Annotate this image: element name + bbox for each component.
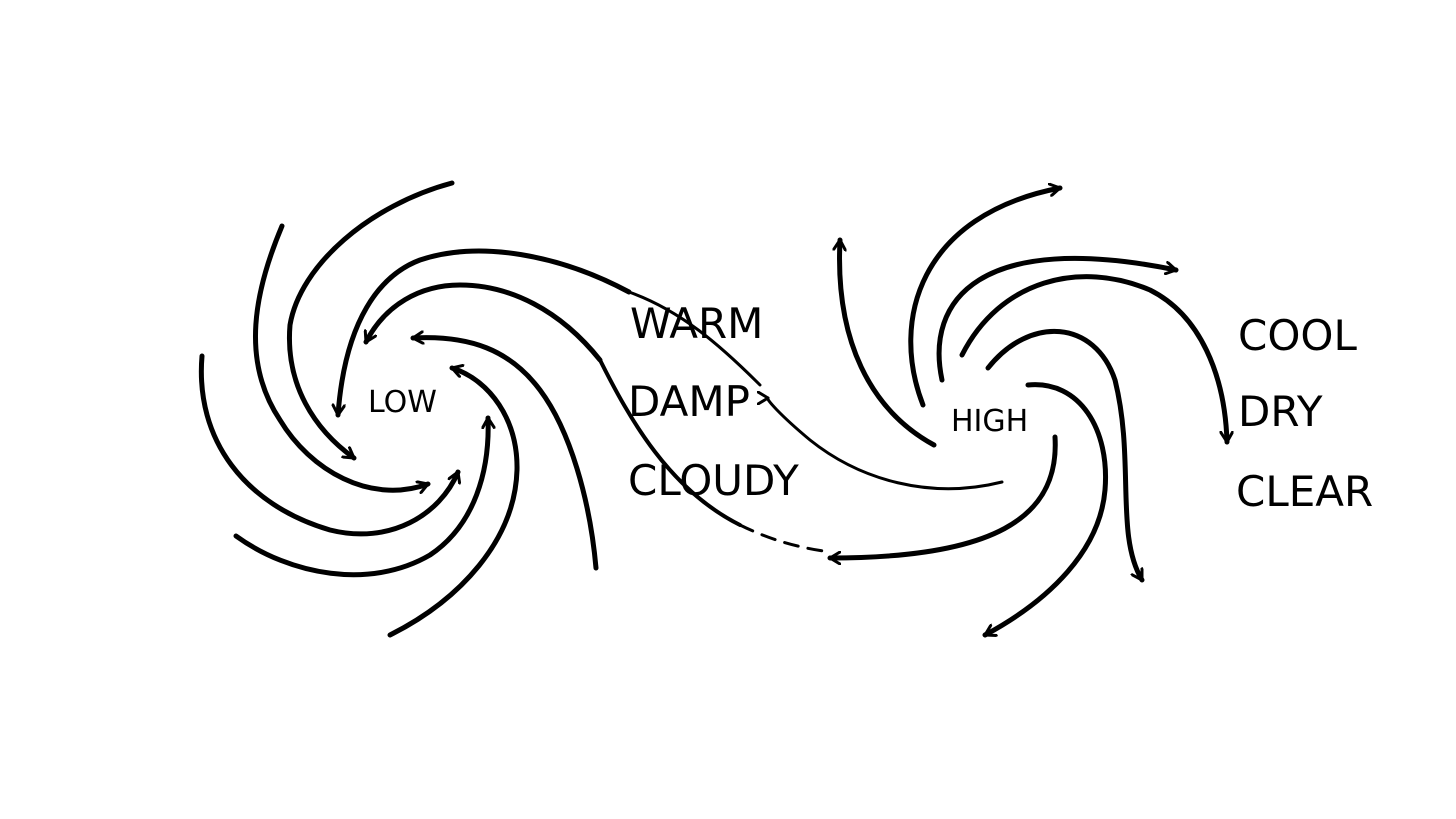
labels: LOW HIGH WARM DAMP CLOUDY COOL DRY CLEAR [368, 299, 1373, 516]
cool-label: COOL [1238, 311, 1357, 360]
warm-air-flow-lower [598, 358, 742, 527]
low-inflow-arrow-2 [253, 223, 431, 490]
high-outflow-arrow-4 [959, 274, 1227, 445]
high-outflow-arrow-5 [985, 328, 1145, 583]
cloudy-label: CLOUDY [628, 456, 799, 505]
low-inflow-arrow-6 [410, 338, 599, 571]
high-outflow-arrow-3 [936, 255, 1179, 383]
low-inflow-arrow-3 [198, 353, 458, 537]
dashed-flow-segment [738, 523, 832, 554]
dry-label: DRY [1238, 387, 1323, 436]
low-inflow-arrow-4 [233, 415, 488, 578]
low-inflow-arrow-5 [387, 368, 520, 638]
flow-from-high-to-low-upper [768, 398, 1004, 491]
connecting-flow-lines [598, 290, 1004, 554]
warm-label: WARM [630, 299, 763, 348]
high-outflow-arrow-1 [840, 237, 937, 448]
low-label: LOW [368, 385, 437, 420]
high-pressure-spiral [827, 188, 1227, 638]
high-outflow-arrow-2 [908, 188, 1063, 408]
high-outflow-arrow-6 [982, 382, 1109, 638]
high-label: HIGH [951, 404, 1028, 439]
clear-label: CLEAR [1236, 467, 1373, 516]
damp-label: DAMP [628, 377, 750, 426]
warm-air-flow-upper [627, 290, 762, 387]
low-pressure-spiral [198, 180, 632, 638]
low-inflow-arrow-1 [286, 180, 455, 461]
low-inflow-arrow-7 [338, 248, 632, 418]
high-outflow-arrow-7 [827, 434, 1058, 558]
low-inflow-arrow-8 [363, 282, 603, 363]
